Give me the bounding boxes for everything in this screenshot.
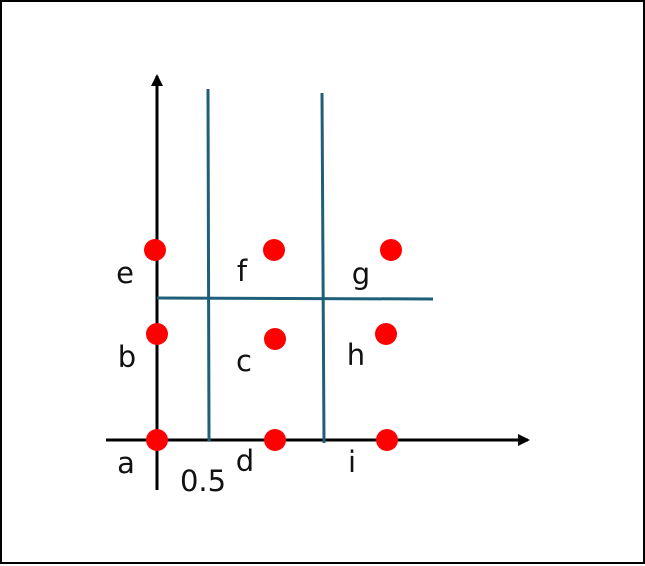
- label-i: i: [348, 445, 356, 479]
- label-g: g: [352, 257, 370, 291]
- point-c: [264, 328, 286, 350]
- label-f: f: [237, 254, 248, 288]
- point-b: [146, 323, 168, 345]
- vertical-divider-left: [206, 88, 211, 442]
- tick-label-half: 0.5: [180, 464, 226, 498]
- label-e: e: [116, 256, 134, 290]
- point-d: [264, 429, 286, 451]
- point-i: [376, 429, 398, 451]
- label-b: b: [118, 340, 136, 374]
- label-d: d: [236, 444, 254, 478]
- label-a: a: [117, 446, 135, 480]
- label-c: c: [236, 344, 252, 378]
- point-h: [375, 323, 397, 345]
- horizontal-divider: [156, 296, 434, 301]
- vertical-divider-right: [320, 92, 326, 444]
- label-h: h: [347, 338, 365, 372]
- point-f: [263, 239, 285, 261]
- point-e: [144, 239, 166, 261]
- point-g: [380, 239, 402, 261]
- point-a: [146, 429, 168, 451]
